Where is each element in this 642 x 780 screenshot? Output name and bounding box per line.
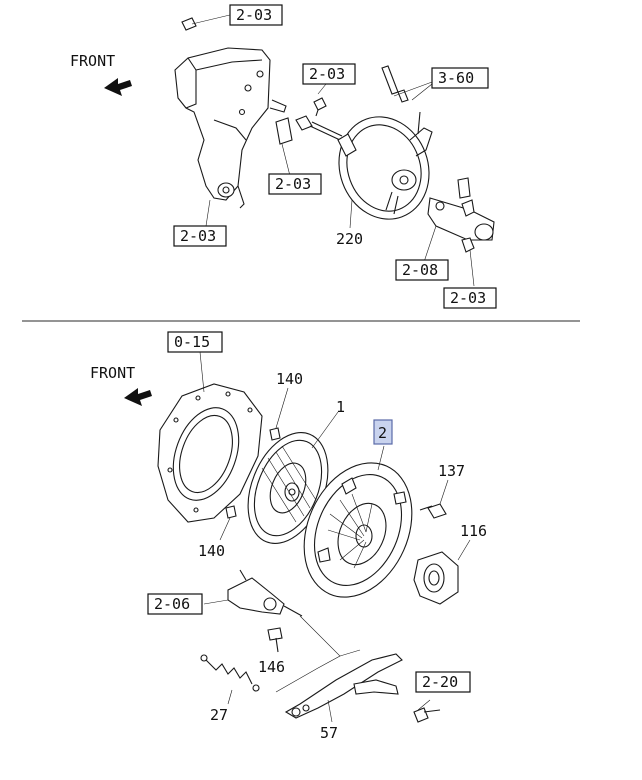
callout-bearing: 116 <box>460 522 487 540</box>
callout-box-slave-cyl <box>147 593 203 615</box>
callout-box-bracket-top <box>229 4 283 26</box>
callout-bracket-top: 2-03 <box>236 6 272 24</box>
callout-box-bracket-bottom <box>173 225 227 247</box>
callout-pedal-clip: 2-03 <box>275 175 311 193</box>
callout-hose: 3-60 <box>438 69 474 87</box>
callout-bolt: 137 <box>438 462 465 480</box>
release-fork <box>284 653 403 723</box>
front-label: FRONT <box>70 52 115 70</box>
brake-booster <box>337 111 433 220</box>
pedal-clip <box>275 117 293 177</box>
pedal-bracket <box>174 47 287 209</box>
callout-fork: 57 <box>320 724 338 742</box>
cover-bolt <box>419 479 449 519</box>
callout-pivot: 2-20 <box>422 673 458 691</box>
stop-switch <box>313 97 327 117</box>
callout-mc-nut: 2-03 <box>450 289 486 307</box>
pivot-stud <box>413 699 441 723</box>
callout-box-master-cyl <box>395 259 449 281</box>
dowel-pin-bottom <box>219 505 237 541</box>
callout-box-hose <box>431 67 489 89</box>
callout-dowel-top: 140 <box>276 370 303 388</box>
callout-box-mc-nut <box>443 287 497 309</box>
front-arrow-icon <box>104 78 132 96</box>
callout-bracket-bottom: 2-03 <box>180 227 216 245</box>
callout-bolt-146: 146 <box>258 658 285 676</box>
callout-box-flywheel <box>167 331 223 353</box>
dowel-pin-top <box>269 387 289 441</box>
callout-booster: 220 <box>336 230 363 248</box>
front-label-bottom: FRONT <box>90 364 135 382</box>
callout-flywheel: 0-15 <box>174 333 210 351</box>
callout-switch: 2-03 <box>309 65 345 83</box>
bolt-146 <box>267 627 283 653</box>
master-cylinder <box>423 177 495 263</box>
return-spring <box>200 654 260 705</box>
callout-box-cover[interactable] <box>373 419 393 445</box>
flywheel <box>157 383 263 523</box>
clutch-cover <box>303 462 413 598</box>
bracket-bolt <box>181 13 235 31</box>
vacuum-hose <box>381 65 433 103</box>
release-bearing <box>413 539 471 605</box>
callout-box-switch <box>302 63 356 85</box>
mc-nut <box>461 237 475 287</box>
callout-slave-cyl: 2-06 <box>154 595 190 613</box>
callout-box-pedal-clip <box>268 173 322 195</box>
bottom-assembly: FRONT <box>90 331 487 742</box>
callout-disc: 1 <box>336 398 345 416</box>
booster-pushrod <box>295 115 343 141</box>
callout-spring: 27 <box>210 706 228 724</box>
callout-box-pivot <box>415 671 471 693</box>
callout-cover[interactable]: 2 <box>378 424 387 442</box>
front-arrow-icon-bottom <box>124 388 152 406</box>
clutch-disc <box>247 432 329 544</box>
slave-cylinder <box>203 569 303 617</box>
callout-dowel-bottom: 140 <box>198 542 225 560</box>
callout-master-cyl: 2-08 <box>402 261 438 279</box>
top-assembly: FRONT <box>70 4 497 309</box>
